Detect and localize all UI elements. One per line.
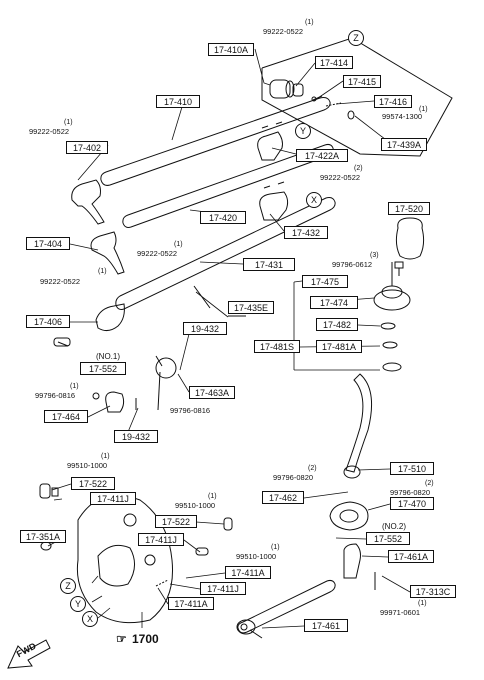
part-label-17-481A[interactable]: 17-481A <box>316 340 362 353</box>
part-label-19-432-lower[interactable]: 19-432 <box>114 430 158 443</box>
part-label-17-522-mid[interactable]: 17-522 <box>155 515 197 528</box>
qty-label: (1) <box>64 119 73 126</box>
bolt-label-99971: 99971-0601 <box>380 608 421 617</box>
part-label-17-475[interactable]: 17-475 <box>302 275 348 288</box>
part-label-17-406[interactable]: 17-406 <box>26 315 70 328</box>
bolt-label-99510-left: 99510-1000 <box>67 461 108 470</box>
part-label-17-432[interactable]: 17-432 <box>284 226 328 239</box>
bolt-label-402: 99222-0522 <box>29 127 70 136</box>
part-label-17-422A[interactable]: 17-422A <box>296 149 348 162</box>
part-label-17-481S[interactable]: 17-481S <box>254 340 300 353</box>
shift-knob <box>395 217 425 260</box>
part-label-17-351A[interactable]: 17-351A <box>20 530 66 543</box>
part-label-17-431[interactable]: 17-431 <box>243 258 295 271</box>
qty-label: (2) <box>308 465 317 472</box>
bolt-label-464: 99796-0816 <box>35 391 76 400</box>
part-label-17-402[interactable]: 17-402 <box>66 141 108 154</box>
part-label-17-522-left[interactable]: 17-522 <box>71 477 115 490</box>
bolt-label-99796-0820-left: 99796-0820 <box>273 473 314 482</box>
part-label-17-411J-top[interactable]: 17-411J <box>90 492 136 505</box>
qty-label: (2) <box>425 480 434 487</box>
callout-y: Y <box>295 123 311 139</box>
assembly-ref-arrow-icon: ☞ <box>116 632 127 646</box>
leader-lines <box>47 48 411 629</box>
bolt-label-z-top: 99222-0522 <box>263 27 304 36</box>
part-label-17-435E[interactable]: 17-435E <box>228 301 274 314</box>
part-label-17-416[interactable]: 17-416 <box>374 95 412 108</box>
shift-boot <box>373 262 411 372</box>
assembly-ref-1700[interactable]: 1700 <box>132 632 159 646</box>
part-label-17-552-no1[interactable]: 17-552 <box>80 362 126 375</box>
qty-label: (1) <box>419 106 428 113</box>
part-label-17-411A-right[interactable]: 17-411A <box>225 566 271 579</box>
qty-label: (1) <box>271 544 280 551</box>
z-detail-parts <box>269 79 355 120</box>
bolt-label-431: 99222-0522 <box>40 277 81 286</box>
shift-forks <box>71 121 289 332</box>
fwd-arrow-icon <box>7 639 51 669</box>
callout-x: X <box>306 192 322 208</box>
qty-label: (1) <box>70 383 79 390</box>
callout-z-lower: Z <box>60 578 76 594</box>
bolt-label-404: 99222-0522 <box>137 249 178 258</box>
note-no1: (NO.1) <box>96 352 120 361</box>
part-label-17-510[interactable]: 17-510 <box>390 462 434 475</box>
callout-y-lower: Y <box>70 596 86 612</box>
qty-label: (3) <box>370 252 379 259</box>
bolt-label-99796-0820-right: 99796-0820 <box>390 488 431 497</box>
callout-x-lower: X <box>82 611 98 627</box>
part-label-17-464[interactable]: 17-464 <box>44 410 88 423</box>
part-label-17-461A[interactable]: 17-461A <box>388 550 434 563</box>
bolt-label-463A: 99796-0816 <box>170 406 211 415</box>
part-label-17-461[interactable]: 17-461 <box>304 619 348 632</box>
part-label-17-482[interactable]: 17-482 <box>316 318 358 331</box>
bolt-label-99510-mid: 99510-1000 <box>175 501 216 510</box>
shift-lever <box>343 373 373 479</box>
qty-label: (2) <box>354 165 363 172</box>
qty-label: (1) <box>98 268 107 275</box>
qty-label: (1) <box>208 493 217 500</box>
part-label-17-404[interactable]: 17-404 <box>26 237 70 250</box>
part-label-19-432-upper[interactable]: 19-432 <box>183 322 227 335</box>
part-label-17-439A[interactable]: 17-439A <box>381 138 427 151</box>
bolt-label-422A: 99222-0522 <box>320 173 361 182</box>
part-label-17-474[interactable]: 17-474 <box>310 296 358 309</box>
bolt-label-99574: 99574-1300 <box>382 112 423 121</box>
qty-label: (1) <box>418 600 427 607</box>
bolt-label-99796-0612: 99796-0612 <box>332 260 373 269</box>
part-label-17-415[interactable]: 17-415 <box>343 75 381 88</box>
part-label-17-411J-low[interactable]: 17-411J <box>200 582 246 595</box>
callout-z: Z <box>348 30 364 46</box>
part-label-17-552-no2[interactable]: 17-552 <box>366 532 410 545</box>
part-label-17-411J-mid[interactable]: 17-411J <box>138 533 184 546</box>
part-label-17-470[interactable]: 17-470 <box>390 497 434 510</box>
bolt-label-99510-right: 99510-1000 <box>236 552 277 561</box>
part-label-17-414[interactable]: 17-414 <box>315 56 353 69</box>
qty-label: (1) <box>174 241 183 248</box>
part-label-17-313C[interactable]: 17-313C <box>410 585 456 598</box>
part-label-17-520[interactable]: 17-520 <box>388 202 430 215</box>
part-label-17-420[interactable]: 17-420 <box>200 211 246 224</box>
part-label-17-462[interactable]: 17-462 <box>262 491 304 504</box>
part-label-17-411A-low[interactable]: 17-411A <box>168 597 214 610</box>
part-label-17-410A[interactable]: 17-410A <box>208 43 254 56</box>
note-no2: (NO.2) <box>382 522 406 531</box>
part-label-17-410[interactable]: 17-410 <box>156 95 200 108</box>
part-label-17-463A[interactable]: 17-463A <box>189 386 235 399</box>
qty-label: (1) <box>101 453 110 460</box>
shift-rods <box>100 97 336 639</box>
qty-label: (1) <box>305 19 314 26</box>
